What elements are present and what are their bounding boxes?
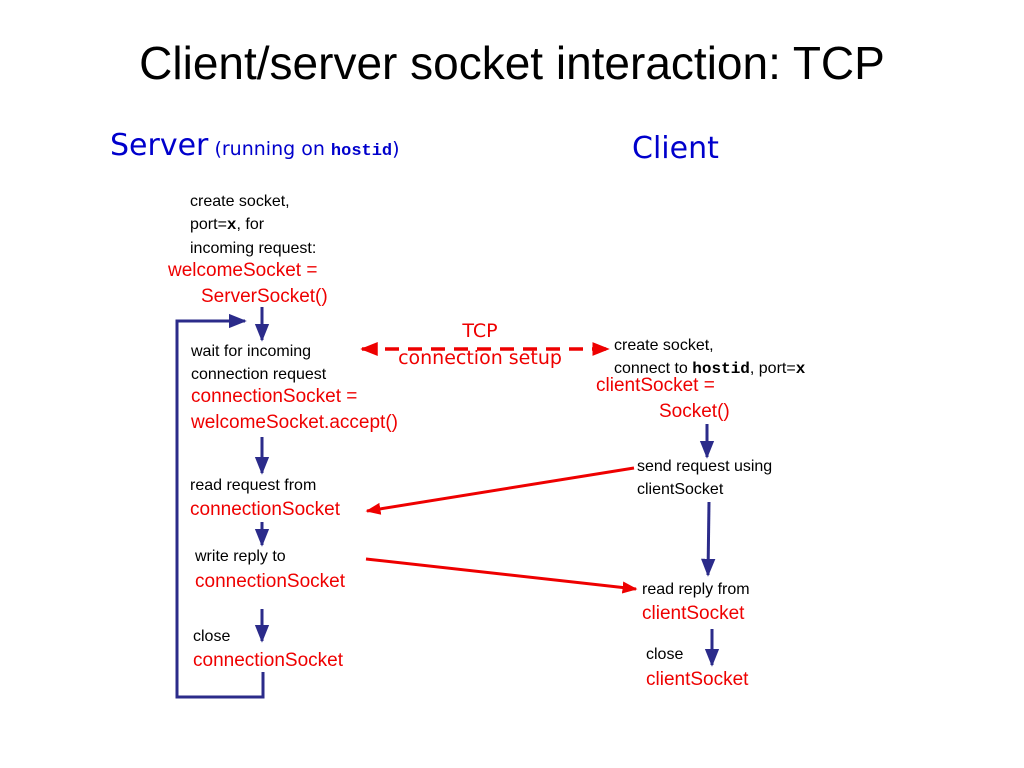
server-accept-code: connectionSocket = welcomeSocket.accept(…: [191, 386, 398, 433]
server-create-socket-code: welcomeSocket = ServerSocket(): [168, 260, 328, 307]
server-close-code: connectionSocket: [193, 650, 343, 671]
client-create-socket-code: clientSocket = Socket(): [596, 375, 730, 422]
client-flow-arrow-2: [701, 501, 716, 577]
reply-message-arrow: [365, 557, 638, 594]
server-header-label: Server: [110, 128, 209, 163]
client-header: Client: [632, 131, 719, 166]
client-read-text: read reply from: [642, 581, 750, 598]
server-loop-line: [175, 313, 265, 699]
client-close-code: clientSocket: [646, 669, 749, 690]
server-read-text: read request from: [190, 477, 317, 494]
server-read-code: connectionSocket: [190, 499, 340, 520]
client-close-text: close: [646, 646, 684, 663]
server-header: Server (running on hostid): [110, 128, 400, 163]
request-message-arrow: [365, 466, 635, 515]
server-create-socket-text: create socket, port=x, for incoming requ…: [190, 193, 317, 257]
server-wait-text: wait for incoming connection request: [191, 343, 327, 383]
server-header-note: (running on hostid): [214, 138, 400, 161]
page-title: Client/server socket interaction: TCP: [139, 37, 885, 89]
client-read-code: clientSocket: [642, 603, 745, 624]
client-send-text: send request using clientSocket: [637, 458, 773, 498]
server-write-text: write reply to: [195, 548, 286, 565]
server-close-text: close: [193, 628, 231, 645]
client-create-socket-text: create socket, connect to hostid, port=x: [614, 337, 806, 378]
server-write-code: connectionSocket: [195, 571, 345, 592]
